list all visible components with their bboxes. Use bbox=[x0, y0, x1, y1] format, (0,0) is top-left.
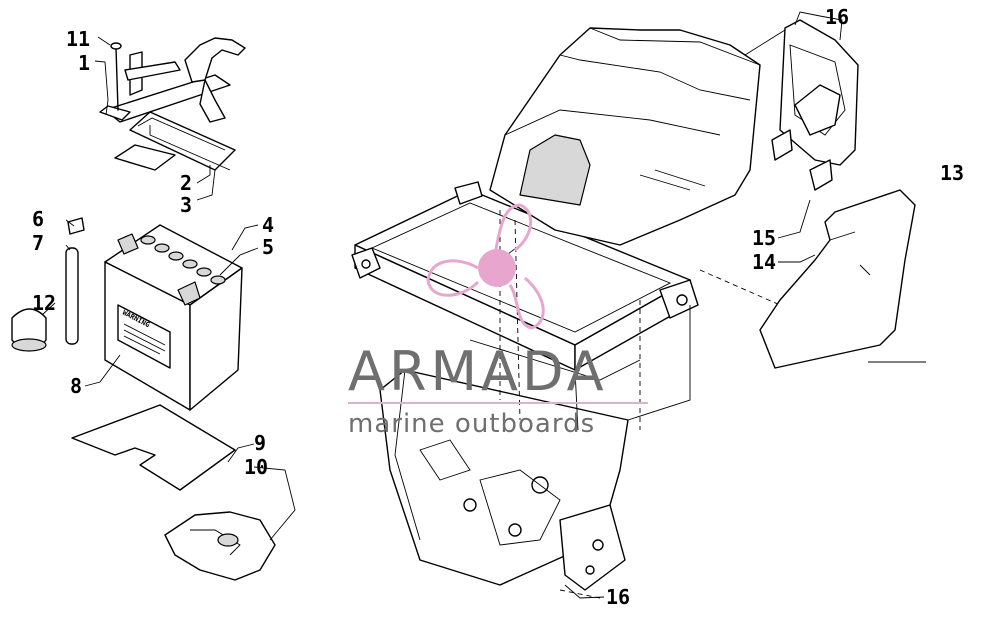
backrest bbox=[744, 19, 859, 191]
callout-7: 7 bbox=[32, 231, 44, 255]
callout-8: 8 bbox=[70, 374, 82, 398]
watermark: ARMADA marine outboards bbox=[348, 203, 648, 439]
callout-1: 1 bbox=[78, 51, 90, 75]
vent-tube bbox=[65, 247, 79, 345]
callout-4: 4 bbox=[262, 213, 274, 237]
battery: WARNING bbox=[104, 224, 243, 411]
callout-12: 12 bbox=[32, 291, 56, 315]
small-parts bbox=[11, 217, 85, 352]
callout-2: 2 bbox=[180, 171, 192, 195]
callout-5: 5 bbox=[262, 235, 274, 259]
propeller-logo bbox=[426, 203, 545, 330]
callout-10: 10 bbox=[244, 455, 268, 479]
callout-6: 6 bbox=[32, 207, 44, 231]
watermark-brand: ARMADA bbox=[348, 340, 608, 403]
side-panel bbox=[759, 189, 926, 369]
body-cover bbox=[489, 27, 761, 261]
callout-16-bottom: 16 bbox=[606, 585, 630, 609]
callout-labels: 11 1 2 3 6 7 4 5 12 8 9 10 16 13 15 14 1… bbox=[32, 5, 964, 609]
callout-13: 13 bbox=[940, 161, 964, 185]
callout-3: 3 bbox=[180, 193, 192, 217]
leader-lines bbox=[41, 11, 843, 599]
watermark-tagline: marine outboards bbox=[348, 409, 595, 439]
battery-pad-set bbox=[114, 111, 236, 171]
callout-9: 9 bbox=[254, 431, 266, 455]
callout-15: 15 bbox=[752, 226, 776, 250]
battery-hold-down-bracket bbox=[99, 37, 246, 123]
callout-16-top: 16 bbox=[825, 5, 849, 29]
battery-mat bbox=[71, 404, 236, 491]
chassis-frame bbox=[351, 181, 781, 599]
vent-cap bbox=[67, 217, 85, 235]
callout-14: 14 bbox=[752, 250, 776, 274]
callout-11: 11 bbox=[66, 27, 90, 51]
terminal-cover bbox=[164, 511, 276, 581]
